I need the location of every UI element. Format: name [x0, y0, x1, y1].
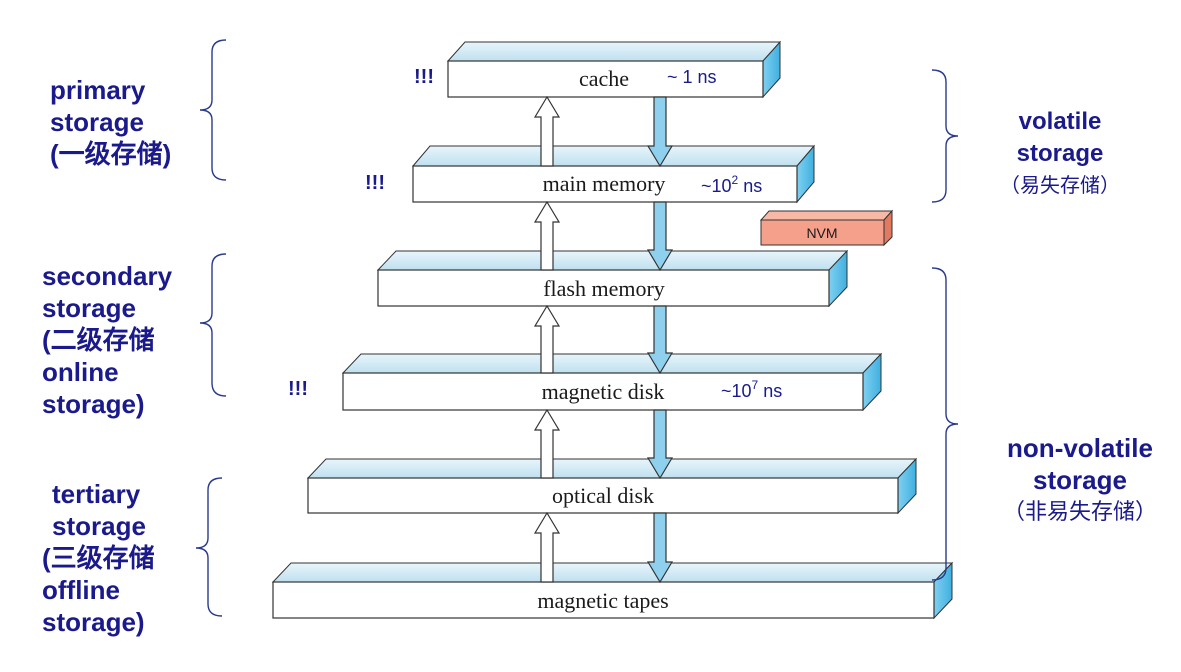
down-arrow-icon [646, 201, 674, 272]
nonvolatile-storage-label: non-volatile storage （非易失存储） [1002, 433, 1157, 524]
level-flash-memory: flash memory [376, 249, 849, 308]
brace-tertiary [195, 477, 223, 617]
level-label: cache [579, 66, 629, 91]
down-arrow-icon [646, 409, 674, 480]
brace-nonvolatile [931, 267, 959, 581]
level-optical-disk: optical disk [306, 457, 918, 515]
volatile-storage-label: volatile storage （易失存储） [1000, 108, 1120, 197]
level-label: magnetic tapes [537, 588, 668, 613]
level-main-memory: main memory ~102 ns [411, 144, 816, 204]
tertiary-storage-label: tertiary storage (三级存储 offline storage) [42, 479, 155, 637]
level-cache: cache ~ 1 ns [446, 40, 782, 99]
down-arrow-icon [646, 96, 674, 168]
access-time: ~107 ns [721, 378, 782, 401]
down-arrows [646, 96, 674, 584]
up-arrow-icon [533, 304, 561, 374]
importance-mark-magnetic-disk: !!! [288, 378, 308, 400]
right-braces [931, 69, 959, 581]
importance-mark-main-memory: !!! [365, 172, 385, 194]
level-label: flash memory [543, 276, 665, 301]
up-arrow-icon [533, 511, 561, 583]
access-time: ~102 ns [701, 173, 762, 196]
primary-storage-label: primary storage (一级存储) [50, 75, 172, 169]
down-arrow-icon [646, 512, 674, 584]
brace-primary [199, 39, 227, 181]
up-arrows [533, 95, 561, 583]
brace-volatile [931, 69, 959, 203]
nvm-label: NVM [806, 225, 837, 241]
up-arrow-icon [533, 200, 561, 271]
up-arrow-icon [533, 408, 561, 479]
secondary-storage-label: secondary storage (二级存储 online storage) [42, 261, 173, 419]
nvm-block: NVM [759, 209, 894, 247]
left-braces [195, 39, 227, 617]
level-label: main memory [543, 171, 666, 196]
down-arrow-icon [646, 305, 674, 375]
access-time: ~ 1 ns [667, 67, 717, 87]
level-magnetic-tapes: magnetic tapes [271, 561, 954, 620]
importance-mark-cache: !!! [414, 66, 434, 88]
level-magnetic-disk: magnetic disk ~107 ns [341, 352, 883, 412]
up-arrow-icon [533, 95, 561, 167]
level-label: magnetic disk [542, 379, 665, 404]
brace-secondary [199, 253, 227, 397]
level-label: optical disk [552, 483, 654, 508]
